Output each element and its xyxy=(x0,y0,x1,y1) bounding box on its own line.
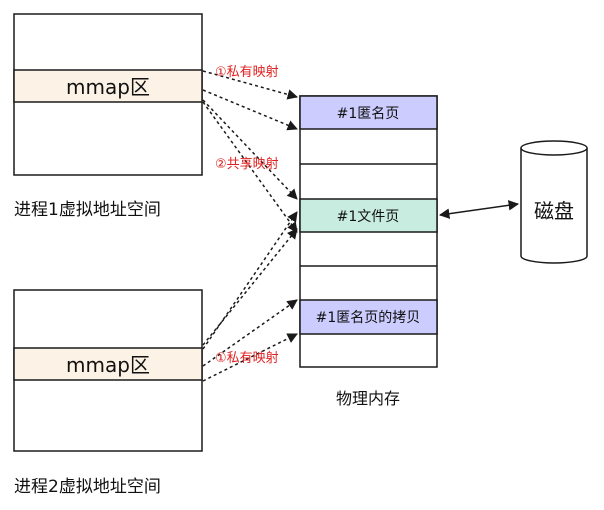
anon-copy-page-label: #1匿名页的拷贝 xyxy=(316,310,421,326)
process2-caption: 进程2虚拟地址空间 xyxy=(14,477,161,497)
process1-address-space: mmap区 进程1虚拟地址空间 xyxy=(13,13,203,220)
anon-copy-page xyxy=(299,299,438,335)
physical-memory-caption: 物理内存 xyxy=(336,389,400,408)
disk-cylinder xyxy=(520,148,588,264)
private-mapping-label-1: ①私有映射 xyxy=(215,64,279,80)
file-disk-arrow xyxy=(438,200,520,219)
mapping-arrow xyxy=(202,101,298,233)
process2-address-space: mmap区 进程2虚拟地址空间 xyxy=(13,289,203,497)
mapping-arrow xyxy=(202,228,298,346)
shared-mapping-label: ②共享映射 xyxy=(215,156,279,172)
mapping-arrows xyxy=(202,70,299,382)
private-mapping-label-2: ①私有映射 xyxy=(215,350,279,366)
mapping-arrow xyxy=(202,89,298,131)
mapping-arrow xyxy=(202,211,298,350)
process1-mmap-label: mmap区 xyxy=(66,75,150,99)
disk: 磁盘 xyxy=(520,140,588,264)
process2-mmap-label: mmap区 xyxy=(66,353,150,377)
process1-caption: 进程1虚拟地址空间 xyxy=(14,200,161,220)
file-page-label: #1文件页 xyxy=(337,209,400,225)
mapping-arrow xyxy=(202,299,298,367)
process1-mmap-region xyxy=(13,69,203,103)
file-page xyxy=(299,198,438,233)
anon-page-label: #1匿名页 xyxy=(337,106,400,122)
mapping-arrow xyxy=(202,99,298,200)
disk-cylinder-top xyxy=(520,140,588,156)
physical-memory: #1匿名页 #1文件页 #1匿名页的拷贝 物理内存 xyxy=(299,95,438,408)
process2-mmap-region xyxy=(13,347,203,381)
anon-page xyxy=(299,95,438,130)
disk-label: 磁盘 xyxy=(534,199,574,223)
mapping-arrow xyxy=(202,70,299,100)
